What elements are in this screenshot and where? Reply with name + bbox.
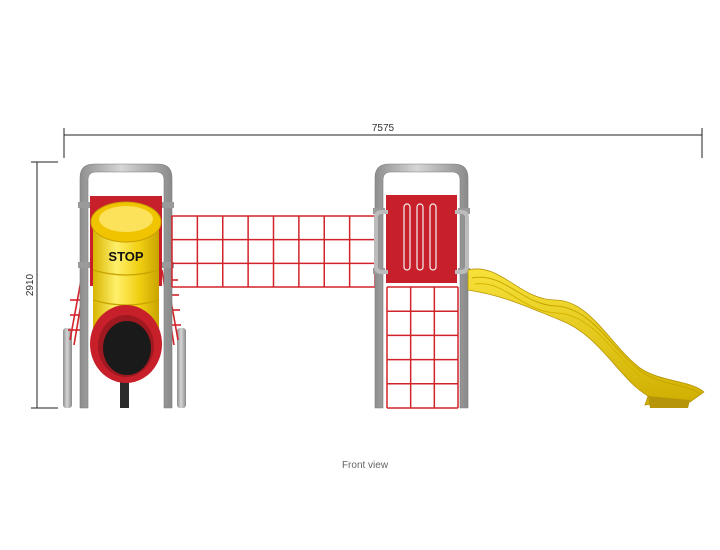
right-tower-arch — [374, 163, 469, 409]
height-dimension: 2910 — [25, 161, 58, 409]
bridge-climbing-net — [171, 215, 376, 288]
panel-slots — [403, 203, 437, 271]
width-dimension: 7575 — [63, 123, 703, 158]
tube-exit-opening — [103, 321, 151, 375]
height-dimension-label: 2910 — [25, 273, 36, 296]
tube-stop-sign: STOP — [108, 249, 143, 264]
clamp — [78, 202, 90, 208]
lower-climbing-net — [386, 286, 459, 409]
right-side-post-outer — [177, 328, 186, 408]
tube-slide: STOP — [90, 201, 162, 383]
right-grab-handle — [455, 210, 469, 274]
left-grab-handle — [374, 210, 388, 274]
right-tower — [373, 163, 470, 409]
clamp — [78, 262, 90, 268]
tube-support-post — [120, 380, 129, 408]
right-red-panel — [386, 195, 457, 283]
left-side-post-outer — [63, 328, 72, 408]
clamp — [162, 262, 174, 268]
width-dimension-label: 7575 — [372, 123, 395, 134]
view-caption: Front view — [342, 460, 389, 471]
wave-slide — [467, 268, 705, 408]
left-tower: STOP — [63, 163, 186, 409]
clamp — [162, 202, 174, 208]
left-tower-arch — [79, 163, 173, 409]
slide-exit-base — [648, 396, 690, 408]
